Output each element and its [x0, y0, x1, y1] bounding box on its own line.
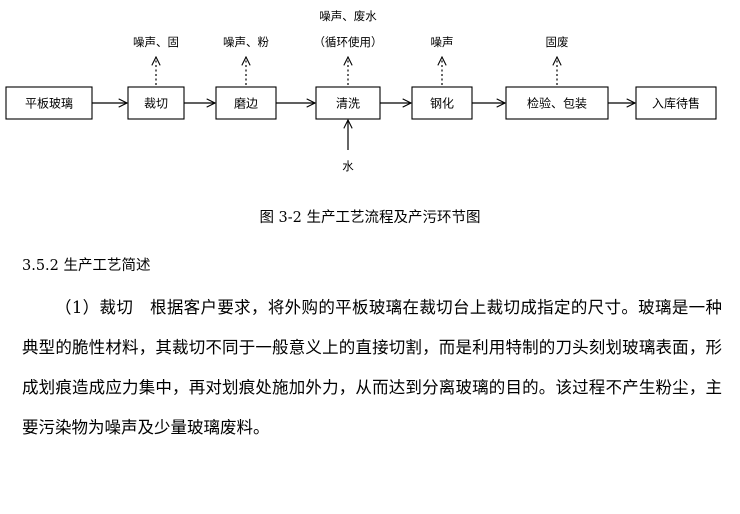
process-box-label: 清洗 [336, 97, 360, 111]
emission-label: （循环使用） [314, 35, 383, 49]
body-paragraph: （1）裁切 根据客户要求，将外购的平板玻璃在裁切台上裁切成指定的尺寸。玻璃是一种… [22, 298, 722, 437]
process-box-label: 平板玻璃 [25, 97, 73, 111]
process-box [127, 86, 185, 120]
section-heading: 3.5.2 生产工艺简述 [22, 258, 151, 274]
emission-label: 噪声 [431, 35, 454, 49]
process-box [635, 86, 717, 120]
figure-caption: 图 3-2 生产工艺流程及产污环节图 [259, 210, 481, 226]
process-box-label: 钢化 [430, 97, 454, 111]
emission-label: 噪声、粉 [223, 35, 269, 49]
process-box-label: 检验、包装 [527, 96, 587, 111]
process-flow-diagram: 平板玻璃 裁切 磨边 清洗 钢化 检验、包装 入库待售 噪声、固 噪声、粉 噪声、废水 （循环使用）… [5, 9, 717, 173]
emission-label: 噪声、固 [133, 35, 179, 49]
process-box-label: 磨边 [234, 97, 258, 111]
process-box-label: 裁切 [144, 97, 168, 111]
process-box [315, 86, 381, 120]
input-label: 水 [342, 159, 354, 173]
emission-label: 噪声、废水 [319, 9, 377, 23]
process-box [5, 86, 93, 120]
process-box [215, 86, 277, 120]
process-box-label: 入库待售 [652, 96, 700, 111]
emission-label: 固废 [546, 35, 569, 49]
